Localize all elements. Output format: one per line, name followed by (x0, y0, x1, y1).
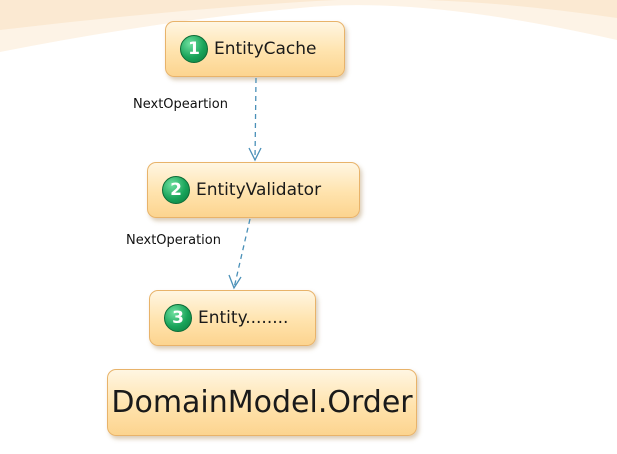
node-entity-cache[interactable]: 1 EntityCache (165, 21, 345, 77)
node-label: Entity........ (198, 308, 289, 328)
node-entity[interactable]: 3 Entity........ (149, 290, 316, 346)
node-entity-validator[interactable]: 2 EntityValidator (147, 162, 360, 218)
edge-label-1: NextOpeartion (133, 97, 228, 112)
node-label: DomainModel.Order (111, 385, 413, 420)
node-label: EntityValidator (196, 180, 322, 200)
step-1-badge-icon: 1 (180, 35, 208, 63)
edge-label-2: NextOperation (126, 233, 221, 248)
step-2-badge-icon: 2 (162, 176, 190, 204)
node-domain-model-order[interactable]: DomainModel.Order (107, 369, 417, 436)
node-label: EntityCache (214, 39, 317, 59)
step-3-badge-icon: 3 (164, 304, 192, 332)
